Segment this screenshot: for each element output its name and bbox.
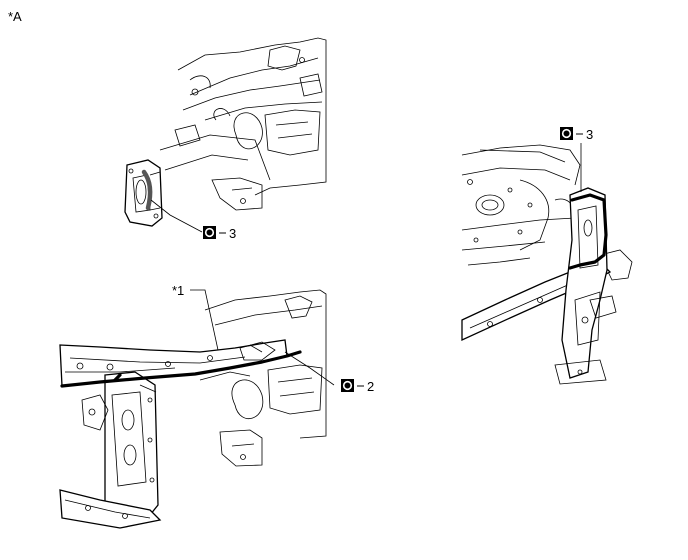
sealer-bead bbox=[141, 169, 153, 211]
sealer-path-joint bbox=[113, 373, 122, 382]
seal-icon bbox=[560, 127, 573, 140]
figure-corner-label: *A bbox=[8, 9, 22, 24]
callout-seal-3-upper: 3 bbox=[203, 226, 236, 241]
view-right-side-detail bbox=[461, 143, 633, 385]
sealer-path-side bbox=[568, 193, 608, 270]
view-radiator-support bbox=[59, 289, 335, 529]
seal-icon bbox=[203, 226, 216, 239]
callout-number: 3 bbox=[229, 226, 236, 241]
callout-number: 3 bbox=[586, 127, 593, 142]
side-member-bracket bbox=[124, 159, 163, 227]
seal-icon bbox=[341, 379, 354, 392]
callout-seal-2: 2 bbox=[341, 379, 374, 394]
view-side-member-detail bbox=[124, 37, 327, 233]
callout-star1: *1 bbox=[172, 283, 184, 298]
sealer-path-upper-member bbox=[60, 350, 302, 388]
callout-number: 2 bbox=[367, 379, 374, 394]
callout-seal-3-right: 3 bbox=[560, 127, 593, 142]
